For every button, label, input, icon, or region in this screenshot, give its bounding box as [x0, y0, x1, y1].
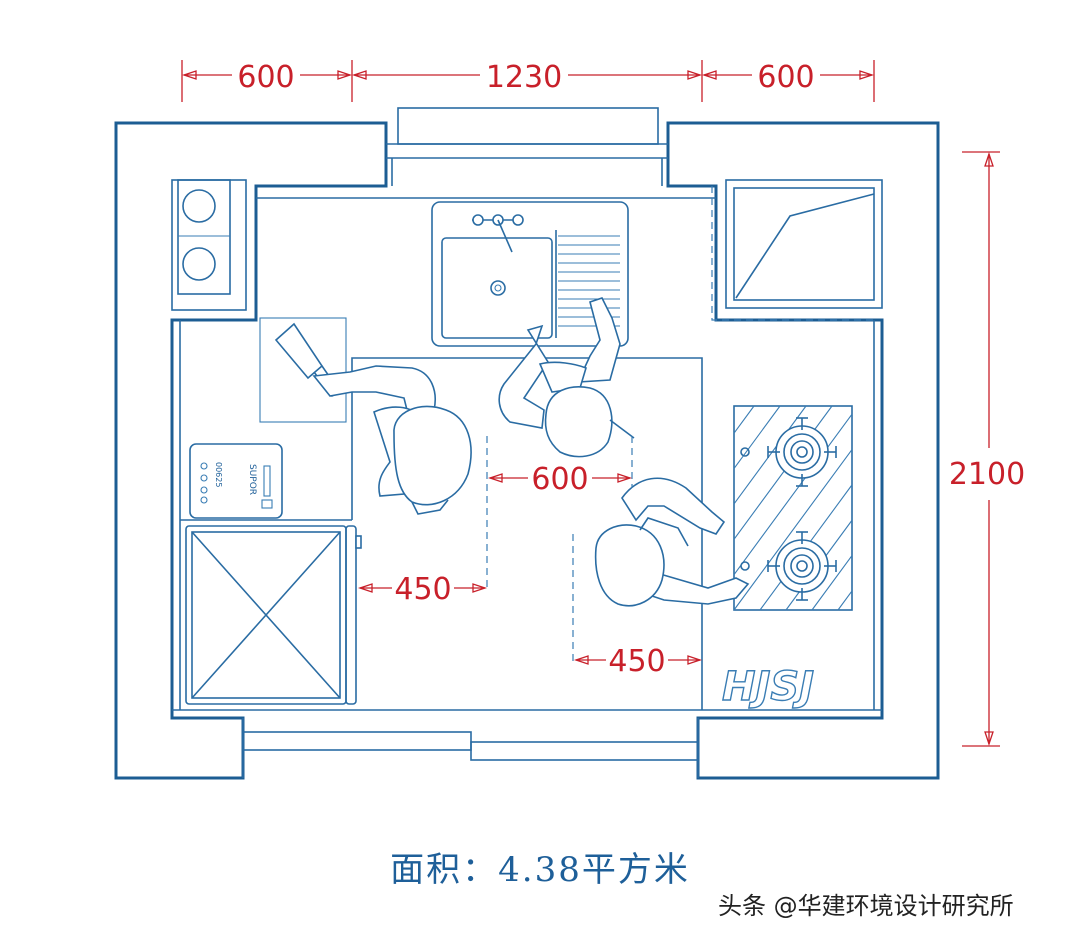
stove-hatch-line [811, 555, 853, 611]
dimension-top: 600 1230 600 [181, 60, 875, 102]
stove-hatch-line [733, 413, 853, 575]
washer-unit [171, 179, 247, 311]
top-window [386, 107, 668, 186]
stove-hatch-line [837, 590, 853, 611]
dim-aisle-width: 600 [531, 462, 588, 497]
dimension-right: 2100 [949, 151, 1025, 747]
appliance-brand: SUPOR [247, 464, 257, 495]
refrigerator [725, 179, 883, 309]
dim-top-right: 600 [757, 60, 814, 95]
stove-hatch-line [733, 405, 807, 505]
dimension-clearance-right: 450 [573, 644, 703, 679]
burner-ring [790, 554, 814, 578]
clearance-guides [486, 436, 633, 664]
stove-hatch-line [733, 405, 833, 540]
burner-center [796, 446, 808, 458]
dim-clearance-left: 450 [394, 572, 451, 607]
appliance-code: 00625 [214, 462, 223, 487]
dim-clearance-right: 450 [608, 644, 665, 679]
burner-ring [783, 433, 821, 471]
stove-hatch-line [733, 405, 755, 434]
stove-hatch-line [733, 449, 853, 611]
cutting-board [259, 317, 347, 423]
gas-stove [733, 405, 853, 611]
hjsj-logo: HJSJ [722, 664, 814, 710]
dim-right-height: 2100 [949, 457, 1025, 492]
dimension-clearance-left: 450 [357, 572, 488, 607]
person-right [594, 477, 750, 607]
burner-ring [790, 440, 814, 464]
base-cabinet [185, 525, 362, 705]
sink [431, 201, 629, 347]
dim-top-middle: 1230 [486, 60, 562, 95]
countertops [180, 186, 874, 710]
bottom-door [242, 718, 699, 778]
supor-appliance: 00625 SUPOR [189, 443, 283, 519]
person-middle [498, 297, 635, 458]
dim-top-left: 600 [237, 60, 294, 95]
burner-center [796, 560, 808, 572]
stove-hatch-line [733, 405, 781, 469]
dimension-aisle: 600 [487, 462, 633, 497]
watermark: 头条 @华建环境设计研究所 [718, 892, 1014, 920]
burner-ring [783, 547, 821, 585]
area-caption: 面积：4.38平方米 [390, 850, 690, 890]
person-left [312, 365, 472, 515]
